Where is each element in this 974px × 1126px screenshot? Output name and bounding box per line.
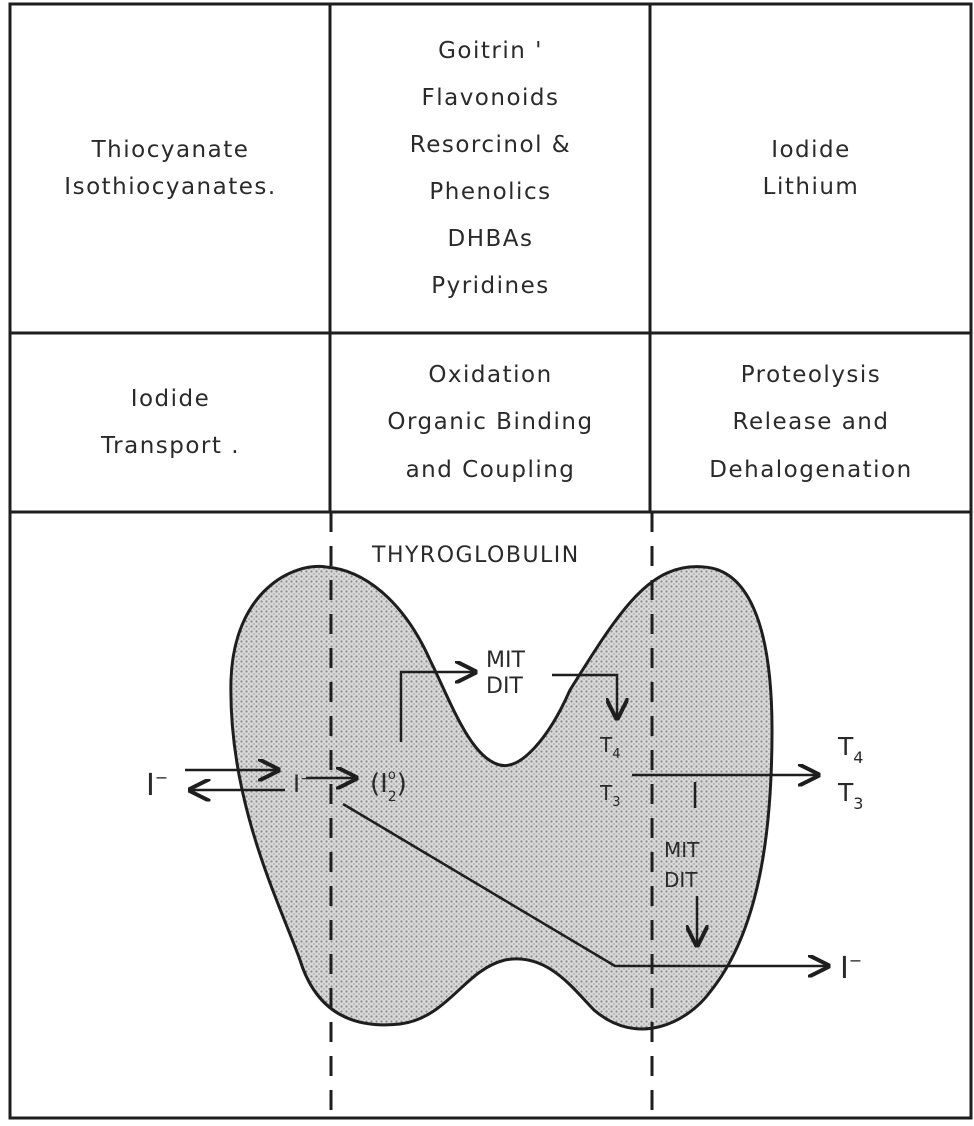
mit-top-label: MIT [486,648,525,673]
cell-line: Dehalogenation [709,447,912,494]
cell-line: Thiocyanate [92,132,250,169]
cell-line: Isothiocyanates. [64,169,276,206]
t4-out-label: T4 [837,732,863,767]
iodide-out-label: I− [840,951,862,986]
cell-line: Transport . [101,423,240,470]
cell-line: Iodide [771,132,851,169]
cell-line: Pyridines [431,263,550,310]
mit-bottom-label: MIT [664,838,700,862]
dit-bottom-label: DIT [664,868,698,892]
cell-line: Oxidation [428,352,552,399]
cell-line: and Coupling [406,447,576,494]
cell-line: Goitrin ' [438,28,543,75]
cell-line: Phenolics [429,169,551,216]
cell-line: DHBAs [447,216,533,263]
cell-line: Resorcinol & [410,122,571,169]
thyroglobulin-label: THYROGLOBULIN [371,543,580,568]
cell-line: Release and [733,399,890,446]
iodide-in-label: I− [146,768,168,803]
cell-line: Flavonoids [421,75,559,122]
thyroglobulin-gland-shape [231,566,772,1029]
cell-line: Proteolysis [741,352,882,399]
cell-line: Iodide [131,376,211,423]
cell-line: Lithium [763,169,860,206]
t3-out-label: T3 [837,778,863,813]
cell-line: Organic Binding [387,399,593,446]
dit-top-label: DIT [486,674,523,699]
